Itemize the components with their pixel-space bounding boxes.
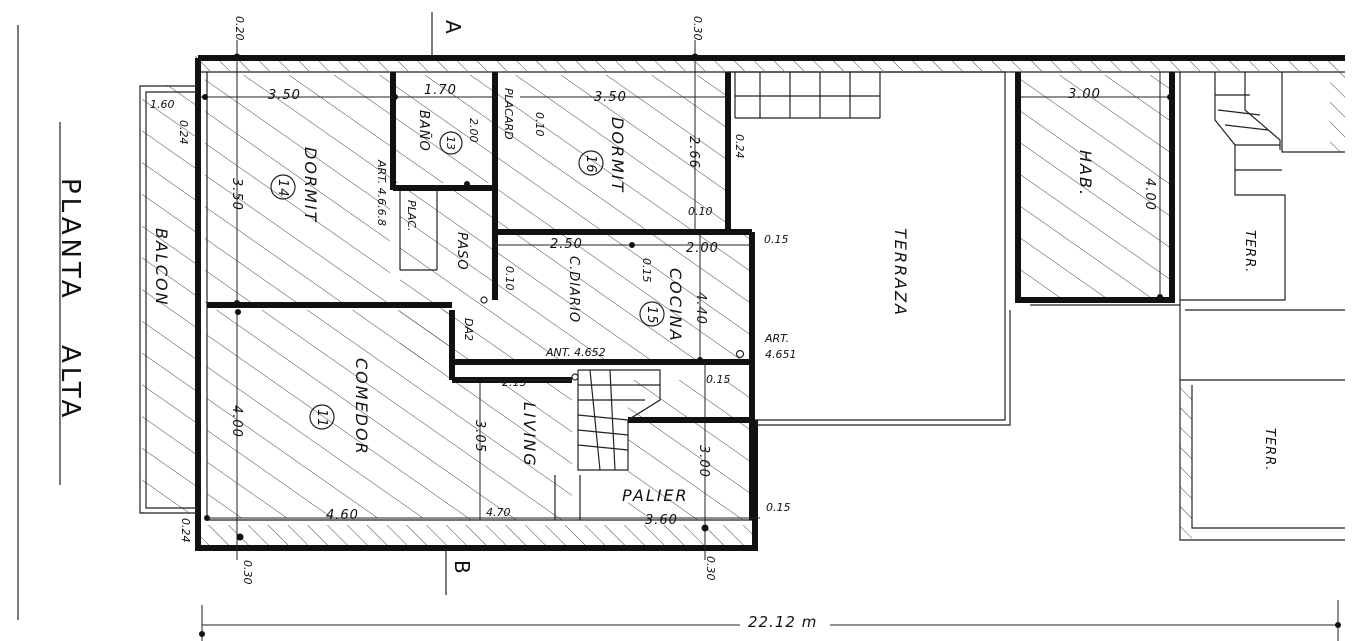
annotation-art-4651: 4.651	[765, 348, 797, 361]
dim-305: 3.05	[472, 420, 487, 453]
room-number-11: 11	[314, 409, 329, 428]
room-label-hab: HAB.	[1076, 150, 1095, 197]
room-label-living: LIVING	[520, 402, 539, 468]
dim-460: 4.60	[326, 508, 359, 523]
room-label-paso: PASO	[454, 232, 469, 271]
dim-250: 2.50	[550, 237, 583, 252]
dim-360: 3.60	[645, 513, 678, 528]
room-number-15: 15	[644, 306, 659, 325]
stair-terraza	[734, 72, 881, 119]
hatch-hab	[1020, 75, 1170, 297]
dim-400-com: 4.00	[229, 405, 244, 438]
dim-024-a: 0.24	[177, 120, 190, 145]
dim-440: 4.40	[693, 292, 708, 325]
hatch-living	[452, 380, 572, 520]
hatch-bottom-wall	[195, 525, 755, 547]
dim-015-b: 0.15	[640, 258, 653, 283]
dim-010-c: 0.10	[503, 266, 516, 291]
section-marker-a: A	[441, 20, 465, 36]
dim-010-b: 0.10	[688, 205, 713, 218]
room-number-13: 13	[444, 136, 457, 150]
dim-300-pal: 3.00	[696, 445, 711, 478]
room-label-c-diario: C.DIARIO	[566, 256, 581, 323]
dim-200-k: 2.00	[686, 241, 719, 256]
dim-010-a: 0.10	[533, 112, 546, 137]
hatch-comedor	[207, 310, 452, 518]
room-label-terr-bottom: TERR.	[1262, 428, 1277, 471]
dim-030-b1: 0.30	[241, 560, 254, 585]
dim-015-a: 0.15	[764, 233, 789, 246]
stair-right	[1214, 72, 1282, 196]
room-label-comedor: COMEDOR	[352, 358, 371, 456]
room-label-terr-top: TERR.	[1242, 230, 1257, 273]
annotation-art: ART.	[764, 332, 789, 345]
dim-200-bano: 2.00	[467, 118, 480, 143]
room-label-terraza: TERRAZA	[891, 228, 910, 317]
room-label-dormit-14: DORMIT	[301, 147, 320, 223]
dim-total-length: 22.12 m	[748, 613, 817, 631]
dim-024-b: 0.24	[733, 134, 746, 159]
hatch-dormit-14	[205, 75, 390, 303]
dim-470: 4.70	[486, 506, 511, 519]
dim-266: 2.66	[686, 136, 701, 169]
hatch-balcon	[142, 85, 197, 513]
room-label-bano: BAÑO	[416, 110, 432, 152]
hatch-right-wall	[1330, 72, 1345, 152]
dim-160: 1.60	[150, 98, 175, 111]
annotation-ant-4652: ANT. 4.652	[545, 346, 606, 359]
hatch-terr-wall	[1180, 380, 1192, 540]
hatch-bano	[392, 75, 492, 183]
room-label-dormit-16: DORMIT	[608, 117, 627, 193]
plan-title: PLANTA ALTA	[55, 122, 85, 485]
dim-215: 2.15	[502, 376, 527, 389]
dim-024-c: 0.24	[179, 518, 192, 543]
dim-030-top: 0.30	[691, 16, 704, 41]
dim-015-d: 0.15	[766, 501, 791, 514]
annotation-art-4668: ART. 4.6.6.8	[375, 159, 388, 226]
room-label-placard: PLACARD	[502, 88, 515, 140]
room-number-14: 14	[275, 179, 290, 198]
dim-350-a: 3.50	[268, 88, 301, 103]
room-number-circles	[270, 131, 745, 430]
room-label-cocina: COCINA	[666, 268, 685, 343]
room-label-balcon: BALCON	[152, 228, 171, 307]
hatch-dormit-16	[495, 75, 725, 230]
dim-400-hab: 4.00	[1142, 178, 1157, 211]
room-label-palier: PALIER	[622, 486, 689, 505]
dim-350-b: 3.50	[594, 90, 627, 105]
section-markers: A B	[431, 12, 474, 595]
dimension-lines	[200, 40, 1339, 641]
reference-dots	[199, 53, 1341, 637]
hatch-palier	[628, 380, 750, 520]
dim-020: 0.20	[233, 16, 246, 41]
section-marker-b: B	[450, 560, 474, 576]
dim-170: 1.70	[424, 83, 457, 98]
room-label-da2: DA2	[462, 318, 475, 341]
dim-300-hab: 3.00	[1068, 87, 1101, 102]
stair-living	[554, 369, 661, 520]
dim-030-b2: 0.30	[704, 556, 717, 581]
dim-350-v: 3.50	[229, 178, 244, 211]
dim-015-c: 0.15	[706, 373, 731, 386]
room-number-16: 16	[583, 155, 598, 174]
hatch-kitchen	[495, 232, 750, 362]
room-label-plac: PLAC.	[405, 200, 418, 231]
